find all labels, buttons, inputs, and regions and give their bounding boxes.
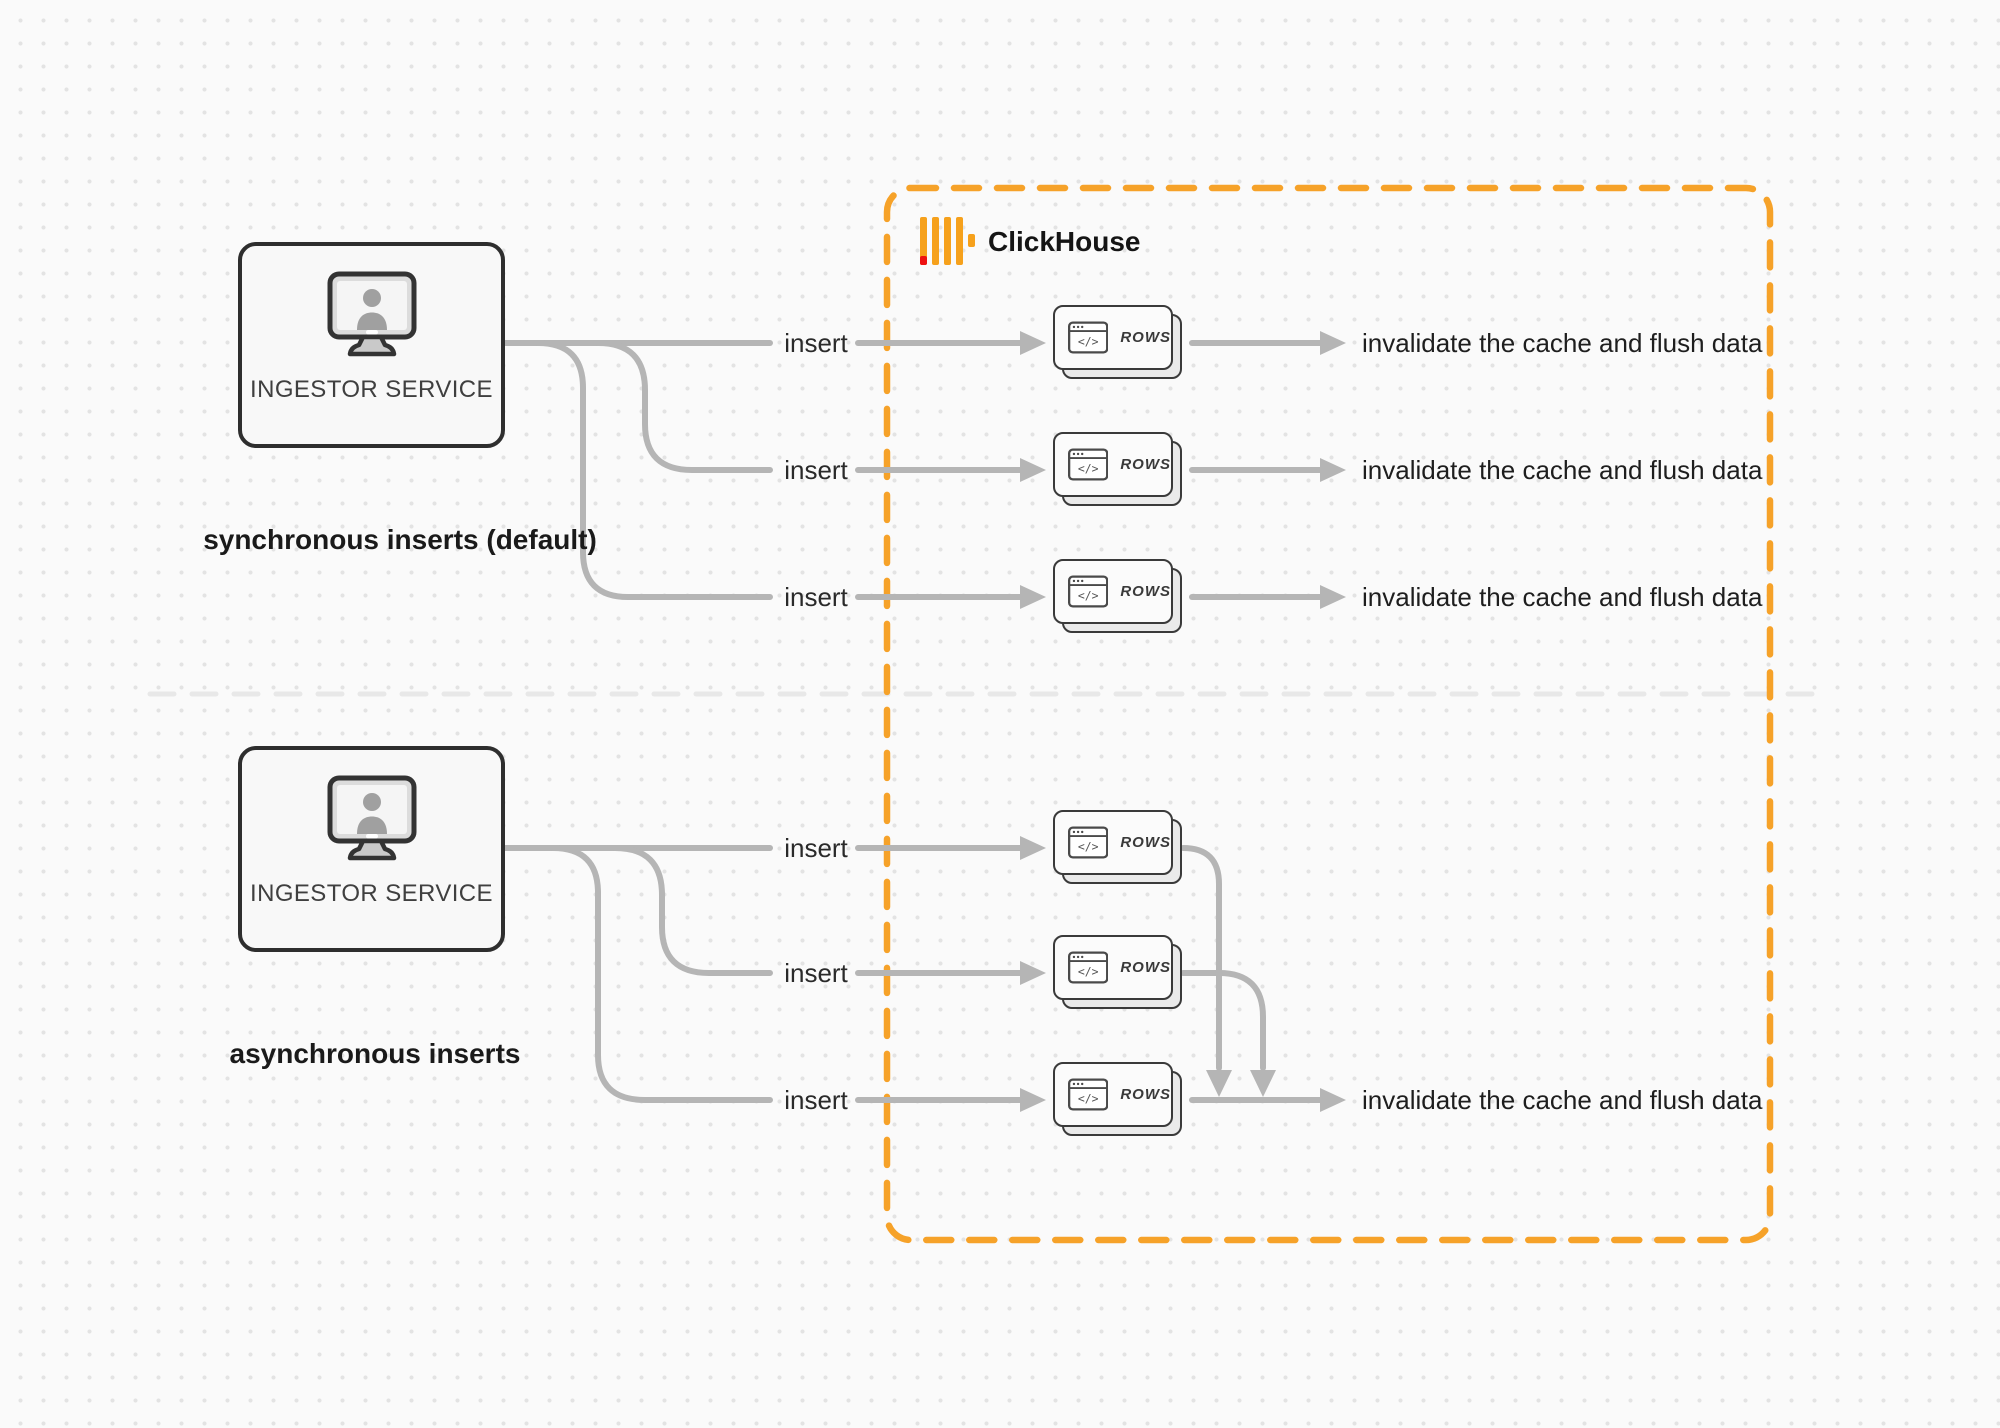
- result-label: invalidate the cache and flush data: [1362, 455, 1763, 485]
- async-branch-row3: [550, 845, 773, 1103]
- card-front: </> ROWS: [1053, 559, 1173, 624]
- ingestor-service-label: INGESTOR SERVICE: [250, 880, 493, 907]
- async-branch-row2: [612, 845, 773, 976]
- sync-caption: synchronous inserts (default): [203, 524, 597, 555]
- arrowhead: [1020, 331, 1046, 355]
- browser-code-icon: </>: [1068, 321, 1109, 354]
- insert-label: insert: [784, 582, 848, 612]
- arrowhead: [1320, 331, 1346, 355]
- rows-card: </> ROWS: [1053, 559, 1182, 633]
- card-front: </> ROWS: [1053, 305, 1173, 370]
- insert-label: insert: [784, 1085, 848, 1115]
- result-label: invalidate the cache and flush data: [1362, 1085, 1763, 1115]
- monitor-user-icon: [327, 271, 416, 357]
- clickhouse-logo-icon: [920, 217, 976, 265]
- ingestor-service-label: INGESTOR SERVICE: [250, 376, 493, 403]
- ingestor-service-box-sync: INGESTOR SERVICE: [238, 242, 505, 448]
- arrowhead-down: [1206, 1070, 1232, 1097]
- card-front: </> ROWS: [1053, 432, 1173, 497]
- rows-label: ROWS: [1120, 583, 1171, 600]
- insert-label: insert: [784, 328, 848, 358]
- rows-card: </> ROWS: [1053, 935, 1182, 1009]
- logo-bar: [932, 217, 939, 265]
- card-front: </> ROWS: [1053, 1062, 1173, 1127]
- arrowhead: [1020, 1088, 1046, 1112]
- monitor-user-icon: [327, 775, 416, 861]
- svg-text:</>: </>: [1078, 1092, 1099, 1106]
- arrowhead: [1020, 458, 1046, 482]
- card-front: </> ROWS: [1053, 810, 1173, 875]
- async-merge-line-1: [1180, 845, 1222, 1071]
- sync-branch-row2: [595, 340, 773, 473]
- arrowhead: [1320, 458, 1346, 482]
- browser-code-icon: </>: [1068, 826, 1109, 859]
- rows-label: ROWS: [1120, 959, 1171, 976]
- arrowhead: [1020, 836, 1046, 860]
- browser-code-icon: </>: [1068, 1078, 1109, 1111]
- clickhouse-container-border: [883, 184, 1774, 1244]
- rows-card: </> ROWS: [1053, 810, 1182, 884]
- rows-label: ROWS: [1120, 329, 1171, 346]
- arrowhead-down: [1250, 1070, 1276, 1097]
- result-label: invalidate the cache and flush data: [1362, 328, 1763, 358]
- insert-label: insert: [784, 833, 848, 863]
- async-merge-line-2: [1180, 970, 1266, 1071]
- svg-text:</>: </>: [1078, 589, 1099, 603]
- arrowhead: [1020, 961, 1046, 985]
- svg-text:</>: </>: [1078, 462, 1099, 476]
- logo-bar: [944, 217, 951, 265]
- card-front: </> ROWS: [1053, 935, 1173, 1000]
- clickhouse-brand: ClickHouse: [988, 226, 1141, 257]
- logo-bar-short: [968, 234, 975, 247]
- async-caption: asynchronous inserts: [229, 1038, 521, 1069]
- rows-card: </> ROWS: [1053, 432, 1182, 506]
- arrowhead: [1020, 585, 1046, 609]
- rows-card: </> ROWS: [1053, 305, 1182, 379]
- rows-label: ROWS: [1120, 1086, 1171, 1103]
- svg-text:</>: </>: [1078, 965, 1099, 979]
- insert-label: insert: [784, 958, 848, 988]
- ingestor-service-box-async: INGESTOR SERVICE: [238, 746, 505, 952]
- svg-text:</>: </>: [1078, 840, 1099, 854]
- logo-bar: [956, 217, 963, 265]
- svg-text:</>: </>: [1078, 335, 1099, 349]
- rows-label: ROWS: [1120, 834, 1171, 851]
- result-label: invalidate the cache and flush data: [1362, 582, 1763, 612]
- browser-code-icon: </>: [1068, 575, 1109, 608]
- logo-red-dot: [920, 256, 927, 265]
- logo-bar: [920, 217, 927, 265]
- rows-label: ROWS: [1120, 456, 1171, 473]
- insert-label: insert: [784, 455, 848, 485]
- sync-branch-row3: [535, 340, 773, 600]
- rows-card: </> ROWS: [1053, 1062, 1182, 1136]
- browser-code-icon: </>: [1068, 448, 1109, 481]
- browser-code-icon: </>: [1068, 951, 1109, 984]
- arrowhead: [1320, 585, 1346, 609]
- arrowhead: [1320, 1088, 1346, 1112]
